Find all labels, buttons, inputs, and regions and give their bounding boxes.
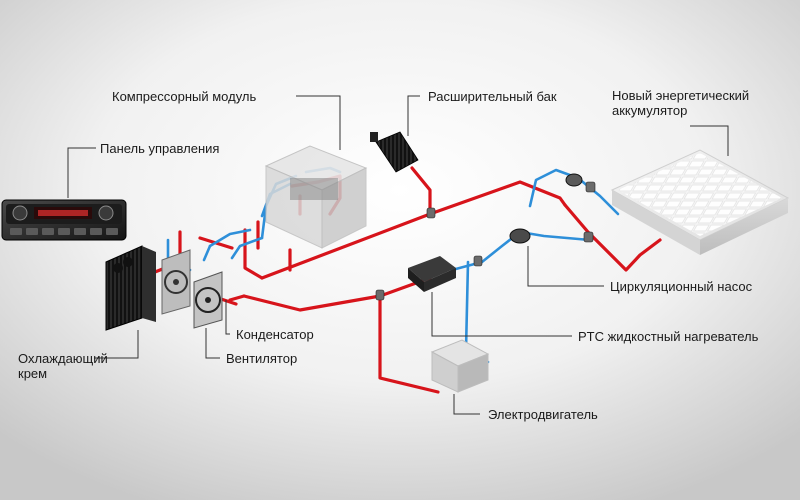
- battery-pack: [610, 149, 790, 255]
- compressor-module-label: Компрессорный модуль: [112, 89, 257, 104]
- ptc-heater-device: [408, 256, 456, 292]
- expansion-tank-label: Расширительный бак: [428, 89, 557, 104]
- electric-motor-label: Электродвигатель: [488, 407, 598, 422]
- cooling-radiator-device: [105, 245, 156, 331]
- electric-motor-device: [430, 339, 490, 393]
- condenser-label: Конденсатор: [236, 327, 314, 342]
- pipe-fittings: [375, 181, 596, 301]
- ptc-heater-label: PTC жидкостный нагреватель: [578, 329, 759, 344]
- fan-device: [193, 271, 223, 329]
- circulation-pump-label: Циркуляционный насос: [610, 279, 753, 294]
- control-panel-label: Панель управления: [100, 141, 220, 156]
- battery-label: Новый энергетический аккумулятор: [612, 88, 750, 118]
- leader-lines: [67, 95, 729, 415]
- compressor-module-box: [264, 145, 368, 249]
- circulation-pump-device: [509, 173, 583, 244]
- condenser-device: [161, 249, 191, 315]
- expansion-tank: [370, 131, 419, 173]
- cooling-radiator-label: Охлаждающий крем: [18, 351, 108, 381]
- control-panel-device: [1, 199, 127, 241]
- fan-label: Вентилятор: [226, 351, 298, 366]
